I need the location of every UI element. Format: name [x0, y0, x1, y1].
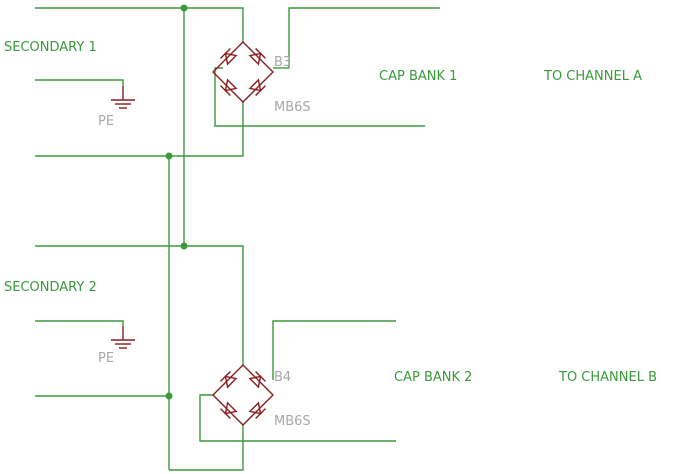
cap-bank-2-label: CAP BANK 2 [394, 370, 472, 385]
junction-dot-icon [180, 242, 188, 250]
wires-section-1 [35, 7, 440, 470]
cap-bank-1-label: CAP BANK 1 [379, 69, 457, 84]
ground-icon [110, 325, 136, 349]
bridge-2-ref-label: B4 [274, 370, 291, 385]
bridge-rectifier-icon [213, 42, 273, 102]
junction-dot-icon [180, 4, 188, 12]
bridge-1-ref-label: B3 [274, 55, 291, 70]
secondary-2-label: SECONDARY 2 [4, 280, 97, 295]
ground-icon [110, 85, 136, 109]
bridge-1-value-label: MB6S [274, 100, 311, 115]
to-channel-b-label: TO CHANNEL B [558, 370, 657, 385]
junction-dot-icon [165, 392, 173, 400]
bridge-2-value-label: MB6S [274, 414, 311, 429]
junction-dot-icon [165, 152, 173, 160]
secondary-1-label: SECONDARY 1 [4, 40, 97, 55]
to-channel-a-label: TO CHANNEL A [543, 69, 642, 84]
pe-2-label: PE [98, 351, 114, 366]
wires-section-2 [35, 245, 396, 471]
pe-1-label: PE [98, 114, 114, 129]
bridge-rectifier-icon [213, 365, 273, 425]
